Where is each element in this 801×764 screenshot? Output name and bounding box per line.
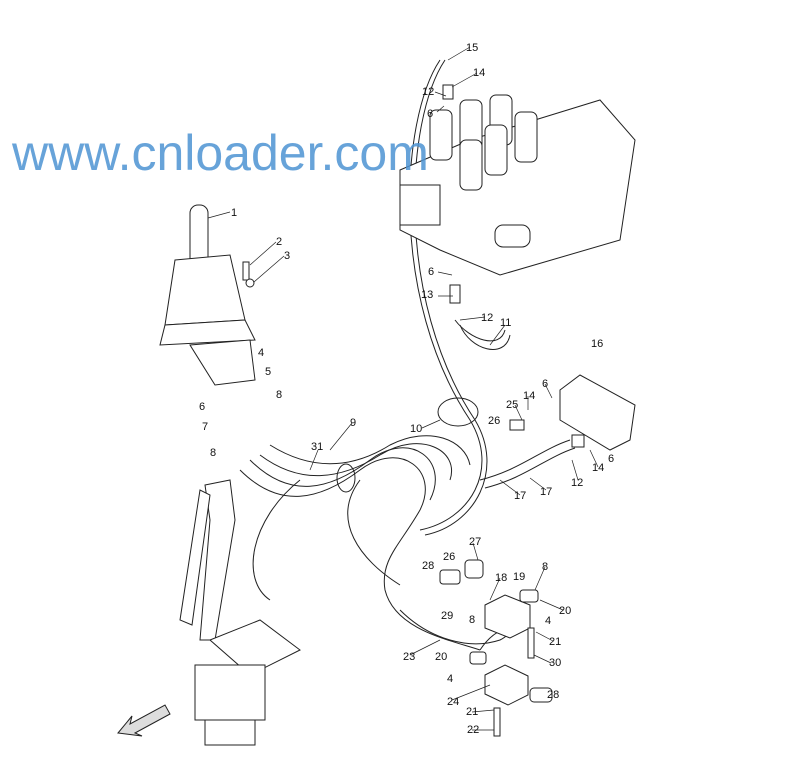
part-label: 26	[488, 415, 500, 427]
part-label: 21	[466, 706, 478, 718]
joystick-assembly	[159, 204, 256, 386]
part-label: 24	[447, 696, 459, 708]
main-control-valve	[399, 84, 636, 304]
part-label: 15	[466, 42, 478, 54]
part-label: 11	[500, 317, 511, 329]
part-label: 20	[435, 651, 447, 663]
part-label: 14	[523, 390, 535, 402]
part-label: 8	[542, 561, 548, 573]
part-label: 2	[276, 236, 282, 248]
part-label: 5	[265, 366, 271, 378]
part-label: 12	[422, 86, 434, 98]
part-labels: 15 14 12 6 1 2 3 6 13 12 11 4 5 16 6 14 …	[199, 42, 614, 736]
pilot-block	[509, 374, 636, 451]
part-label: 6	[199, 401, 205, 413]
part-label: 12	[571, 477, 583, 489]
part-label: 28	[547, 689, 559, 701]
part-label: 4	[545, 615, 551, 627]
part-label: 16	[591, 338, 603, 350]
part-label: 20	[559, 605, 571, 617]
part-label: 6	[428, 266, 434, 278]
lower-blocks	[439, 559, 553, 737]
part-label: 17	[540, 486, 552, 498]
part-label: 13	[421, 289, 433, 301]
part-label: 4	[447, 673, 453, 685]
part-label: 6	[542, 378, 548, 390]
part-label: 9	[350, 417, 356, 429]
front-direction-arrow	[117, 704, 171, 737]
part-label: 4	[258, 347, 264, 359]
part-label: 8	[210, 447, 216, 459]
part-label: 27	[469, 536, 481, 548]
leader-lines	[207, 46, 599, 731]
part-label: 12	[481, 312, 493, 324]
part-label: 10	[410, 423, 422, 435]
part-label: 1	[231, 207, 237, 219]
part-label: 17	[514, 490, 526, 502]
hoses	[239, 59, 576, 651]
part-label: 8	[276, 389, 282, 401]
part-label: 14	[473, 67, 485, 79]
part-label: 23	[403, 651, 415, 663]
part-label: 30	[549, 657, 561, 669]
part-label: 19	[513, 571, 525, 583]
pedal-assembly	[179, 479, 301, 746]
part-label: 8	[469, 614, 475, 626]
part-label: 29	[441, 610, 453, 622]
part-label: 14	[592, 462, 604, 474]
part-label: 6	[608, 453, 614, 465]
part-label: 22	[467, 724, 479, 736]
part-label: 31	[311, 441, 323, 453]
part-label: 3	[284, 250, 290, 262]
part-label: 25	[506, 399, 518, 411]
part-label: 18	[495, 572, 507, 584]
part-label: 21	[549, 636, 561, 648]
part-label: 26	[443, 551, 455, 563]
watermark: www.cnloader.com	[11, 125, 429, 181]
part-label: 6	[427, 108, 433, 120]
part-label: 7	[202, 421, 208, 433]
part-label: 28	[422, 560, 434, 572]
